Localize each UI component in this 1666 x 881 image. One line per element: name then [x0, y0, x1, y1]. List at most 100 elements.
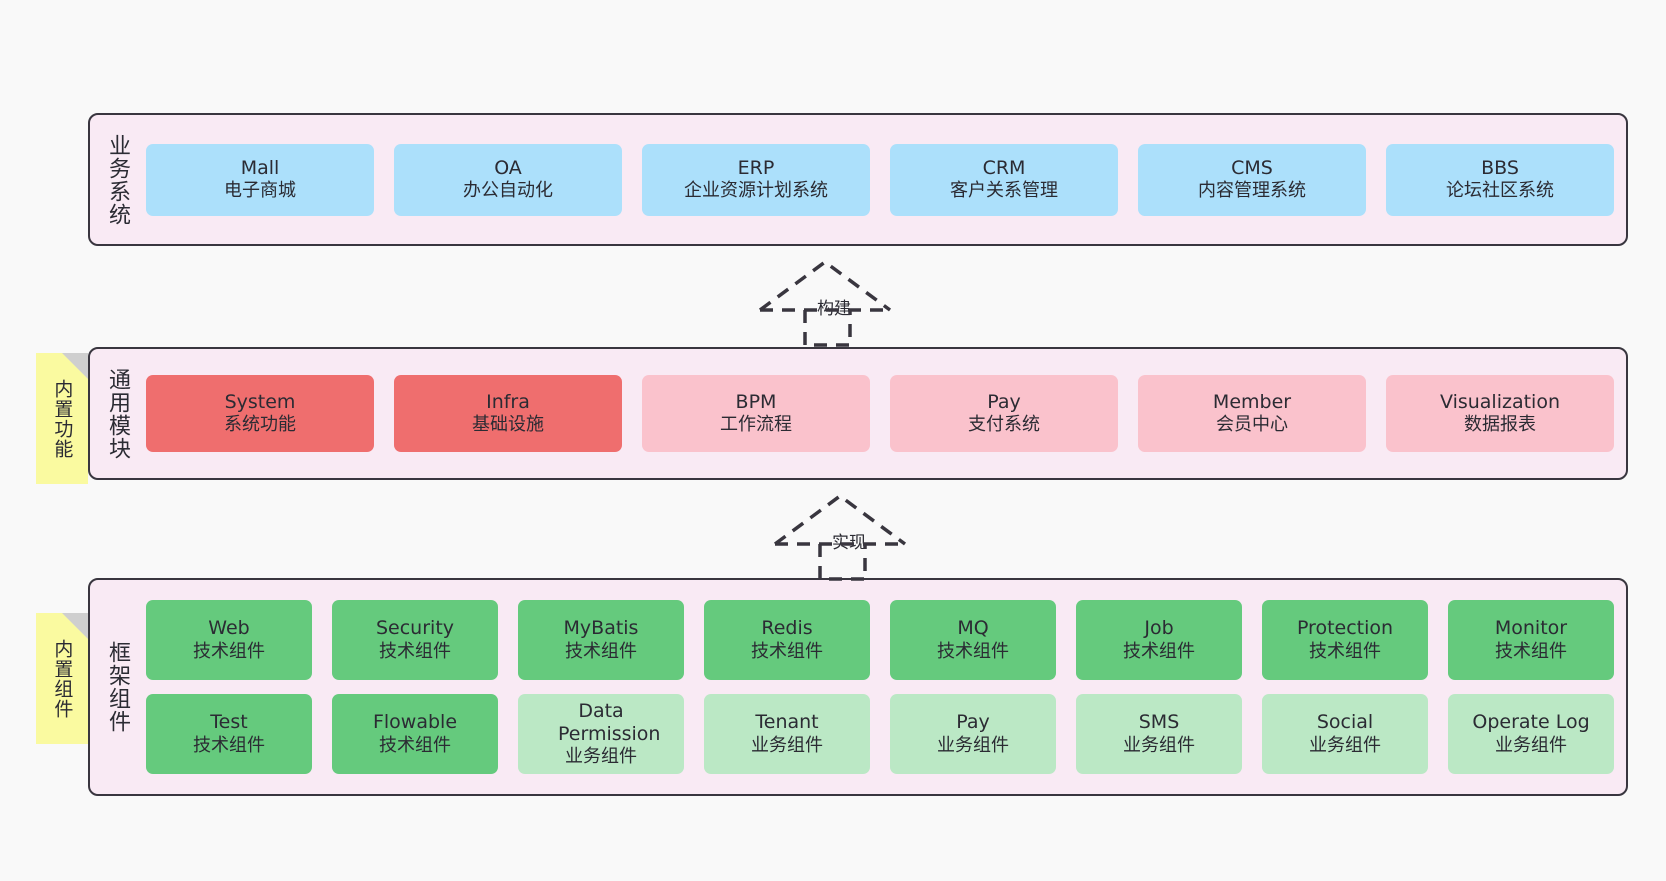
note-fold-corner-icon: [62, 353, 88, 379]
layer-framework-component: 框架组件 Web 技术组件 Security 技术组件 MyBatis 技术组件…: [88, 578, 1628, 796]
node-subtitle: 技术组件: [751, 640, 823, 662]
node-subtitle: 技术组件: [565, 640, 637, 662]
node-subtitle: 技术组件: [193, 734, 265, 756]
node-cms[interactable]: CMS 内容管理系统: [1138, 143, 1366, 216]
node-title: Infra: [486, 390, 530, 413]
layer-title-framework-component: 框架组件: [104, 641, 130, 733]
node-title: ERP: [737, 156, 775, 179]
node-subtitle: 系统功能: [224, 414, 296, 436]
node-title: SMS: [1138, 711, 1180, 734]
node-social[interactable]: Social 业务组件: [1262, 694, 1428, 774]
node-title: Pay: [987, 390, 1021, 413]
node-subtitle: 业务组件: [937, 734, 1009, 756]
note-builtin-function: 内置功能: [36, 353, 88, 484]
node-subtitle: 办公自动化: [463, 180, 553, 202]
layer-title-common-module: 通用模块: [104, 367, 130, 460]
node-title: BBS: [1481, 156, 1519, 179]
node-infra[interactable]: Infra 基础设施: [394, 375, 622, 452]
node-title: Pay: [956, 711, 990, 734]
node-bpm[interactable]: BPM 工作流程: [642, 375, 870, 452]
node-member[interactable]: Member 会员中心: [1138, 375, 1366, 452]
node-subtitle: 数据报表: [1464, 414, 1536, 436]
node-title: Web: [208, 617, 250, 640]
node-mybatis[interactable]: MyBatis 技术组件: [518, 600, 684, 680]
node-subtitle: 会员中心: [1216, 414, 1288, 436]
layer-common-module: 通用模块 System 系统功能 Infra 基础设施 BPM 工作流程 Pay…: [88, 347, 1628, 480]
node-sms[interactable]: SMS 业务组件: [1076, 694, 1242, 774]
node-operate-log[interactable]: Operate Log 业务组件: [1448, 694, 1614, 774]
node-title: Member: [1212, 390, 1292, 413]
node-title: Security: [375, 617, 455, 640]
node-tenant[interactable]: Tenant 业务组件: [704, 694, 870, 774]
node-title: Social: [1316, 711, 1374, 734]
node-subtitle: 技术组件: [379, 734, 451, 756]
node-crm[interactable]: CRM 客户关系管理: [890, 143, 1118, 216]
node-title: OA: [494, 156, 522, 179]
node-title: Flowable: [372, 711, 458, 734]
node-title: MyBatis: [563, 617, 639, 640]
node-title: Monitor: [1494, 617, 1568, 640]
node-mq[interactable]: MQ 技术组件: [890, 600, 1056, 680]
node-subtitle: 技术组件: [193, 640, 265, 662]
node-title: Data Permission: [558, 699, 661, 746]
node-mall[interactable]: Mall 电子商城: [146, 143, 374, 216]
node-pay[interactable]: Pay 支付系统: [890, 375, 1118, 452]
node-subtitle: 论坛社区系统: [1446, 180, 1554, 202]
node-title: Mall: [240, 156, 280, 179]
node-subtitle: 技术组件: [379, 640, 451, 662]
node-title: Tenant: [755, 711, 819, 734]
note-label: 内置组件: [51, 638, 74, 719]
note-fold-corner-icon: [62, 613, 88, 639]
node-visualization[interactable]: Visualization 数据报表: [1386, 375, 1614, 452]
node-monitor[interactable]: Monitor 技术组件: [1448, 600, 1614, 680]
connector-build: [750, 258, 930, 348]
node-subtitle: 业务组件: [1495, 734, 1567, 756]
node-row: System 系统功能 Infra 基础设施 BPM 工作流程 Pay 支付系统…: [146, 375, 1614, 452]
node-title: System: [224, 390, 296, 413]
node-subtitle: 基础设施: [472, 414, 544, 436]
node-redis[interactable]: Redis 技术组件: [704, 600, 870, 680]
node-title: CMS: [1231, 156, 1273, 179]
node-title: BPM: [735, 390, 777, 413]
node-title: Visualization: [1439, 390, 1560, 413]
node-subtitle: 内容管理系统: [1198, 180, 1306, 202]
node-erp[interactable]: ERP 企业资源计划系统: [642, 143, 870, 216]
note-label: 内置功能: [51, 378, 74, 459]
node-subtitle: 客户关系管理: [950, 180, 1058, 202]
node-subtitle: 技术组件: [937, 640, 1009, 662]
node-oa[interactable]: OA 办公自动化: [394, 143, 622, 216]
node-flowable[interactable]: Flowable 技术组件: [332, 694, 498, 774]
layer-body-common-module: System 系统功能 Infra 基础设施 BPM 工作流程 Pay 支付系统…: [144, 349, 1626, 478]
node-subtitle: 电子商城: [224, 180, 296, 202]
node-pay-business[interactable]: Pay 业务组件: [890, 694, 1056, 774]
node-row: Web 技术组件 Security 技术组件 MyBatis 技术组件 Redi…: [146, 600, 1614, 680]
node-title: Protection: [1296, 617, 1394, 640]
node-subtitle: 支付系统: [968, 414, 1040, 436]
node-data-permission[interactable]: Data Permission 业务组件: [518, 694, 684, 774]
node-web[interactable]: Web 技术组件: [146, 600, 312, 680]
note-builtin-component: 内置组件: [36, 613, 88, 744]
node-test[interactable]: Test 技术组件: [146, 694, 312, 774]
node-bbs[interactable]: BBS 论坛社区系统: [1386, 143, 1614, 216]
layer-body-framework-component: Web 技术组件 Security 技术组件 MyBatis 技术组件 Redi…: [144, 580, 1626, 794]
layer-business-system: 业务系统 Mall 电子商城 OA 办公自动化 ERP 企业资源计划系统 CRM…: [88, 113, 1628, 246]
connector-implement: [765, 492, 945, 582]
node-subtitle: 工作流程: [720, 414, 792, 436]
layer-body-business-system: Mall 电子商城 OA 办公自动化 ERP 企业资源计划系统 CRM 客户关系…: [144, 115, 1626, 244]
node-subtitle: 技术组件: [1495, 640, 1567, 662]
node-system[interactable]: System 系统功能: [146, 375, 374, 452]
node-security[interactable]: Security 技术组件: [332, 600, 498, 680]
node-row: Test 技术组件 Flowable 技术组件 Data Permission …: [146, 694, 1614, 774]
node-subtitle: 技术组件: [1309, 640, 1381, 662]
node-title: Test: [210, 711, 248, 734]
node-row: Mall 电子商城 OA 办公自动化 ERP 企业资源计划系统 CRM 客户关系…: [146, 143, 1614, 216]
node-protection[interactable]: Protection 技术组件: [1262, 600, 1428, 680]
layer-title-business-system: 业务系统: [104, 133, 130, 226]
node-subtitle: 技术组件: [1123, 640, 1195, 662]
node-subtitle: 企业资源计划系统: [684, 180, 828, 202]
node-job[interactable]: Job 技术组件: [1076, 600, 1242, 680]
node-subtitle: 业务组件: [565, 746, 637, 768]
node-subtitle: 业务组件: [1123, 734, 1195, 756]
node-title: MQ: [957, 617, 989, 640]
